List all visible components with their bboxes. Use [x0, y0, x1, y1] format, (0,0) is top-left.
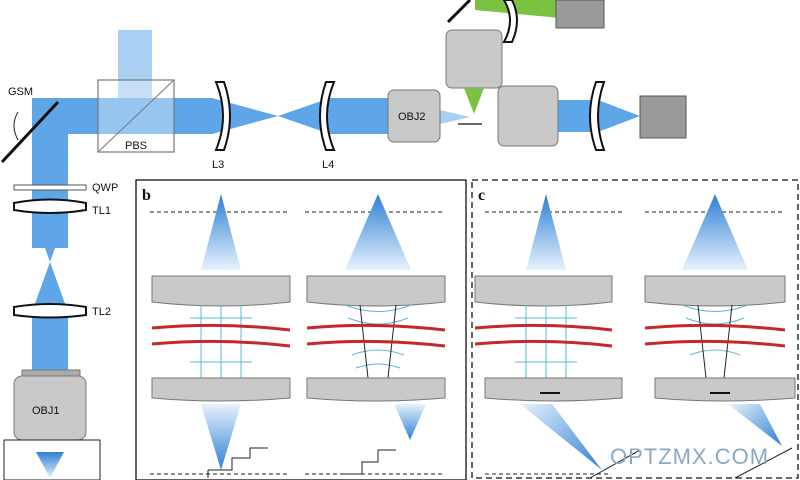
obj2-label: OBJ2 [398, 111, 426, 123]
panel-c-left-red-2 [474, 339, 613, 348]
detection-objective [497, 85, 559, 147]
excitation-input-green [475, 0, 560, 18]
beam-horizontal-top [32, 98, 212, 134]
obj2-objective [387, 89, 441, 143]
beam-detection-right [555, 100, 593, 132]
panel-c-right-red-2 [644, 339, 786, 348]
obj1-focus-beam [36, 452, 64, 478]
panel-b-left-red-2 [151, 339, 291, 348]
panel-b-left-upper-optic [151, 275, 291, 307]
pbs-label: PBS [125, 140, 147, 152]
l3-lens [214, 81, 231, 151]
panel-b-left-cone-top [201, 194, 241, 270]
obj1-mount [21, 369, 81, 377]
detection-lens [589, 81, 606, 151]
tl2-label: TL2 [92, 306, 111, 318]
beam-to-obj2 [330, 98, 388, 134]
tl1-lens [13, 198, 87, 214]
obj1-inset-box [3, 439, 101, 480]
qwp-label: QWP [92, 182, 118, 194]
panel-c-right-lower-optic [654, 377, 796, 402]
excitation-beam-green [464, 88, 484, 114]
beam-vertical-lower [32, 312, 68, 372]
detection-camera [639, 95, 687, 139]
panel-b: b [135, 179, 467, 480]
top-lens [502, 0, 518, 43]
l3-label: L3 [212, 159, 224, 171]
panel-b-right-upper-optic [306, 275, 446, 307]
beam-obj2-focus [440, 110, 470, 124]
l4-label: L4 [322, 159, 334, 171]
gsm-mirror [0, 100, 60, 164]
panel-c-left-tilted-sample [589, 449, 641, 479]
beam-detection-cone [598, 100, 640, 132]
panel-a-optical-path: GSM PBS QWP TL1 TL2 L3 L4 OBJ2 [0, 0, 687, 480]
panel-c-frame [471, 179, 799, 479]
qwp-plate [13, 184, 87, 191]
watermark-text: OPTZMX.COM [610, 444, 769, 469]
obj1-label: OBJ1 [32, 405, 60, 417]
beam-cone-l4 [278, 98, 330, 134]
tl1-label: TL1 [92, 205, 111, 217]
panel-c-left-cone-top [526, 194, 566, 270]
panel-c-right-red-1 [644, 323, 786, 332]
panel-c-left-upper-optic [474, 275, 613, 307]
beam-focus-upper [32, 212, 68, 262]
panel-c-right-cone-top [682, 194, 748, 270]
l4-lens [319, 81, 336, 151]
top-mirror [446, 0, 472, 24]
panel-b-right-staircase [340, 449, 396, 475]
panel-c-left-red-1 [474, 323, 613, 332]
panel-c-right-tilted-sample [734, 447, 793, 479]
beam-focus-lower [32, 262, 68, 312]
panel-b-right-cone-top [345, 194, 411, 270]
panel-b-left-lower-optic [151, 377, 291, 402]
panel-b-left-red-1 [151, 323, 291, 332]
panel-b-left-cone-bottom [201, 404, 241, 470]
panel-b-right-red-2 [306, 339, 446, 348]
gsm-label: GSM [8, 86, 33, 98]
pbs-diagonal [97, 79, 175, 153]
beam-input-top [118, 30, 152, 98]
panel-b-frame [135, 179, 467, 480]
gsm-rotation-arrow [13, 111, 19, 141]
panel-b-right-red-1 [306, 323, 446, 332]
panel-c: c [471, 179, 799, 479]
panel-c-left-cone-bottom [520, 404, 602, 470]
panel-c-letter: c [478, 187, 485, 204]
top-camera [555, 0, 605, 29]
tl2-lens [13, 303, 87, 319]
panel-b-right-lower-optic [306, 377, 446, 402]
panel-c-left-lower-optic [484, 377, 623, 402]
panel-c-right-upper-optic [644, 275, 786, 307]
panel-b-right-cone-bottom [394, 404, 426, 440]
panel-c-right-cone-bottom [728, 404, 782, 446]
panel-b-letter: b [142, 187, 151, 204]
top-objective [445, 29, 503, 89]
